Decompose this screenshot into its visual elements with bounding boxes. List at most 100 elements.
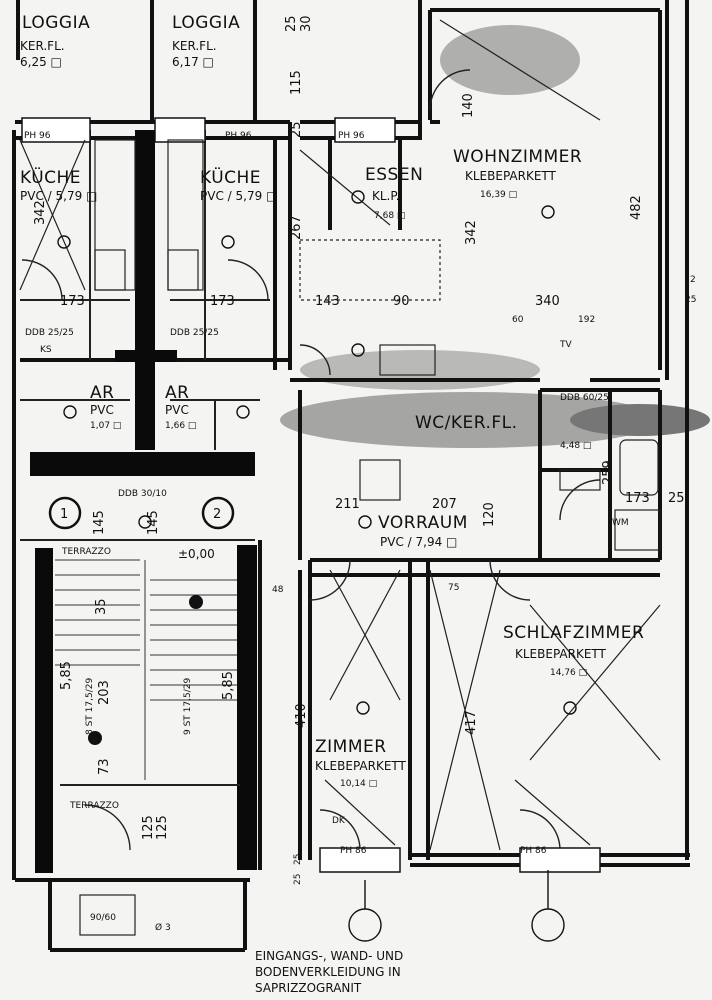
room-name-vorraum: VORRAUM (378, 513, 468, 533)
ph-label-1: PH 96 (24, 131, 51, 141)
dim-label: 48 (272, 585, 284, 595)
walls (12, 0, 690, 952)
left-flight-label: 8 ST 17,5/29 (85, 678, 95, 735)
dim-label: 140 (461, 93, 476, 118)
caption-line-3: SAPRIZZOGRANIT (255, 981, 362, 995)
room-area-schlafzimmer: 14,76 □ (550, 668, 587, 678)
dimensions: 25 30 115 140 25 342 267 342 482 173 173… (33, 15, 696, 885)
room-floor-zimmer: KLEBEPARKETT (315, 759, 407, 773)
dim-label: 30 (299, 15, 314, 32)
windows (21, 117, 601, 873)
room-floor-loggia-1: KER.FL. (20, 39, 65, 53)
room-name-wc: WC/KER.FL. (415, 413, 518, 433)
dim-label: 267 (289, 215, 304, 240)
room-name-schlafzimmer: SCHLAFZIMMER (503, 623, 644, 643)
fixtures (19, 19, 661, 936)
room-area-loggia-1: 6,25 □ (20, 55, 62, 69)
dim-label: 90 (393, 294, 410, 309)
dim-label: 173 (210, 294, 235, 309)
room-name-zimmer: ZIMMER (315, 737, 387, 757)
dim-label: 211 (335, 497, 360, 512)
dim-label: 482 (629, 195, 644, 220)
room-floor-kueche-1: PVC / 5,79 □ (20, 189, 97, 203)
stair-marker-1-label: 1 (60, 507, 68, 522)
scan-smudge (280, 25, 710, 448)
room-name-essen: ESSEN (365, 165, 423, 185)
ph-label-4: PH 86 (340, 846, 367, 856)
room-floor-kueche-2: PVC / 5,79 □ (200, 189, 277, 203)
ddb-label-1: DDB 25/25 (25, 328, 74, 338)
room-name-kueche-2: KÜCHE (200, 166, 261, 188)
dim-label: 35 (94, 598, 109, 615)
ddb-label-4: DDB 30/10 (118, 489, 167, 499)
room-name-loggia-1: LOGGIA (22, 13, 90, 33)
room-floor-essen: KL.P. (372, 189, 400, 203)
door-swings (21, 69, 601, 851)
phi-label: Ø 3 (155, 922, 171, 933)
dim-label: 125 (155, 815, 170, 840)
dim-label: 120 (482, 502, 497, 527)
room-name-loggia-2: LOGGIA (172, 13, 240, 33)
room-name-ar-1: AR (90, 383, 114, 403)
dim-label: 25 (293, 874, 303, 885)
load-bearing-walls (30, 130, 257, 873)
stair-treads (55, 559, 237, 780)
dim-label: 203 (97, 680, 112, 705)
dim-label: 25 (293, 854, 303, 865)
dim-label: 417 (464, 710, 479, 735)
dim-label: 2 (690, 275, 696, 285)
terrazzo-top-label: TERRAZZO (61, 547, 111, 557)
room-area-wc: 4,48 □ (560, 441, 591, 451)
dim-label: 125 (141, 815, 156, 840)
dim-label: 25 (685, 295, 696, 305)
room-floor-schlafzimmer: KLEBEPARKETT (515, 647, 607, 661)
room-area-ar-2: 1,66 □ (165, 421, 196, 431)
dim-label: 25 (289, 121, 304, 138)
dim-label: 207 (432, 497, 457, 512)
ks-label: KS (40, 345, 52, 355)
box-label: 90/60 (90, 913, 116, 923)
wm-label: WM (612, 518, 629, 528)
dk-label: DK (332, 816, 346, 826)
room-name-kueche-1: KÜCHE (20, 166, 81, 188)
room-area-essen: 7,68 □ (374, 211, 405, 221)
dim-label: 25 (284, 15, 299, 32)
caption-line-2: BODENVERKLEIDUNG IN (255, 965, 401, 979)
room-name-ar-2: AR (165, 383, 189, 403)
terrazzo-bottom-label: TERRAZZO (69, 801, 119, 811)
dim-label: 73 (97, 758, 112, 775)
dim-label: 25 (668, 491, 685, 506)
dim-label: 5,85 (221, 671, 236, 700)
room-floor-wohnzimmer: KLEBEPARKETT (465, 169, 557, 183)
ddb-label-3: DDB 60/25 (560, 393, 609, 403)
dim-label: 5,85 (59, 661, 74, 690)
ph-label-3: PH 96 (338, 131, 365, 141)
ph-label-2: PH 96 (225, 131, 252, 141)
ceiling-lights (57, 190, 577, 942)
dim-label: 60 (512, 315, 524, 325)
room-floor-ar-1: PVC (90, 403, 114, 417)
ph-label-5: PH 86 (520, 846, 547, 856)
room-floor-loggia-2: KER.FL. (172, 39, 217, 53)
dim-label: 340 (535, 294, 560, 309)
dim-label: 115 (289, 70, 304, 95)
room-area-loggia-2: 6,17 □ (172, 55, 214, 69)
partitions (20, 130, 270, 786)
dim-label: 410 (294, 703, 309, 728)
room-name-wohnzimmer: WOHNZIMMER (453, 147, 582, 167)
dim-label: 259 (601, 460, 616, 485)
stair-markers (48, 496, 235, 745)
dim-label: 145 (146, 510, 161, 535)
tv-label: TV (559, 340, 572, 350)
dim-label: 192 (578, 315, 595, 325)
dim-label: 145 (92, 510, 107, 535)
dim-label: 342 (33, 200, 48, 225)
stair-marker-2-label: 2 (213, 507, 221, 522)
caption-line-1: EINGANGS-, WAND- UND (255, 949, 403, 963)
dim-label: 143 (315, 294, 340, 309)
dim-label: 342 (464, 220, 479, 245)
room-floor-ar-2: PVC (165, 403, 189, 417)
dim-label: 173 (625, 491, 650, 506)
room-floor-vorraum: PVC / 7,94 □ (380, 535, 457, 549)
